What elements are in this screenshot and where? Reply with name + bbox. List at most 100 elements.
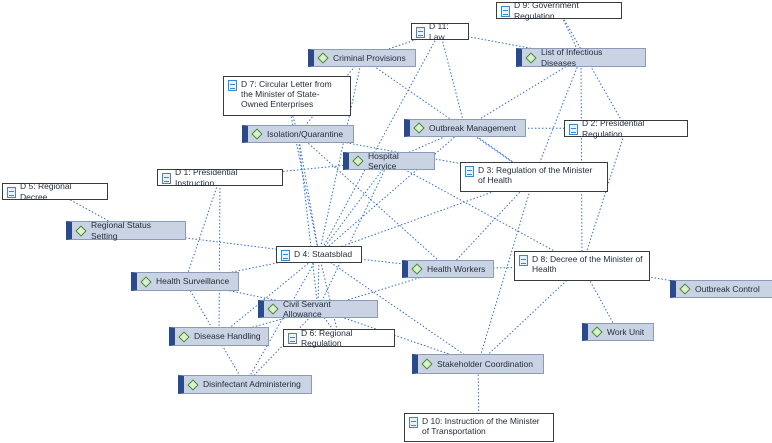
node-d7-circular-letter[interactable]: D 7: Circular Letter from the Minister o… [223,76,351,116]
link-d4-disinfectant [244,254,320,385]
link-d3-d4 [318,176,535,255]
link-d1-health_surv [184,177,221,282]
code-diamond-icon [317,52,329,64]
node-work-unit[interactable]: Work Unit [582,323,654,341]
link-d11-d4 [318,31,441,255]
node-stakeholder-coordination[interactable]: Stakeholder Coordination [412,354,544,374]
node-label: Civil Servant Allowance [283,298,331,319]
document-icon [569,123,578,135]
node-label: Regional Status Setting [91,220,152,241]
link-d9-d2 [558,10,627,129]
node-health-surveillance[interactable]: Health Surveillance [131,272,239,291]
node-label: D 6: Regional Regulation [301,327,353,348]
node-label: Work Unit [607,326,645,337]
node-label: D 3: Regulation of the Minister of Healt… [478,165,593,186]
link-d11-outbreak_mgmt [439,31,466,129]
node-label: List of Infectious Diseases [541,47,603,68]
link-isolation-civil [297,133,319,310]
code-diamond-icon [140,275,152,288]
code-diamond-icon [679,283,691,295]
node-d5-regional-decree[interactable]: D 5: Regional Decree [2,181,108,202]
node-outbreak-management[interactable]: Outbreak Management [404,119,526,137]
link-infectious-d3 [533,57,582,178]
node-label: Outbreak Management [429,122,516,133]
node-d10-instruction-minister-transportation[interactable]: D 10: Instruction of the Minister of Tra… [404,413,554,442]
link-d7-d4 [286,95,320,255]
document-icon [519,255,528,266]
node-disease-handling[interactable]: Disease Handling [169,327,269,346]
node-label: D 10: Instruction of the Minister of Tra… [422,416,540,437]
link-civil-d6 [317,308,340,339]
node-civil-servant-allowance[interactable]: Civil Servant Allowance [258,298,378,319]
node-label: D 8: Decree of the Minister of Health [532,254,643,275]
node-d9-government-regulation[interactable]: D 9: Government Regulation [496,0,622,21]
node-d6-regional-regulation[interactable]: D 6: Regional Regulation [283,327,395,348]
link-d8-stakeholder [477,265,583,365]
node-disinfectant-administering[interactable]: Disinfectant Administering [178,375,312,394]
node-label: D 4: Staatsblad [294,249,353,260]
document-icon [416,26,425,38]
document-icon [501,5,510,17]
node-isolation-quarantine[interactable]: Isolation/Quarantine [242,125,354,143]
node-label: Hospital Service [368,150,399,171]
code-diamond-icon [421,358,433,370]
code-diamond-icon [525,51,537,64]
link-d1-disease [218,177,221,337]
node-d8-decree-minister-health[interactable]: D 8: Decree of the Minister of Health [514,251,650,281]
document-icon [288,333,297,344]
link-infectious-outbreak_mgmt [464,57,582,129]
node-hospital-service[interactable]: Hospital Service [343,150,435,171]
node-d11-law[interactable]: D 11: Law [411,21,469,42]
document-icon [409,417,418,428]
link-isolation-d4 [297,133,320,255]
node-health-workers[interactable]: Health Workers [402,260,494,278]
link-d4-disease [218,254,320,337]
node-label: D 1: Presidential Instruction [175,167,238,188]
code-diamond-icon [413,122,425,134]
link-isolation-health_workers [297,133,449,270]
link-d4-stakeholder [318,254,479,365]
link-civil-disinfectant [244,308,319,385]
node-label: Disinfectant Administering [203,379,301,390]
code-diamond-icon [591,326,603,338]
code-diamond-icon [411,263,423,275]
code-diamond-icon [187,378,199,391]
document-icon [281,249,290,261]
link-d3-stakeholder [477,176,535,365]
node-label: D 9: Government Regulation [514,0,579,21]
node-label: Criminal Provisions [333,52,406,63]
node-label: Health Surveillance [156,276,230,287]
code-diamond-icon [267,303,279,315]
link-hospital-civil [317,160,390,310]
node-label: D 11: Law [429,21,449,42]
node-d2-presidential-regulation[interactable]: D 2: Presidential Regulation [564,118,688,139]
code-diamond-icon [352,155,364,167]
document-icon [228,80,237,91]
link-d2-d8 [581,128,627,267]
document-icon [465,166,474,177]
link-d4-d6 [318,254,340,339]
document-icon [162,172,171,184]
link-outbreak_mgmt-d4 [318,127,466,255]
node-label: D 7: Circular Letter from the Minister o… [241,79,332,110]
node-label: Disease Handling [194,331,261,342]
node-label: Outbreak Control [695,283,760,294]
link-hospital-d8 [388,160,583,267]
link-d8-outbreak_ctrl [581,265,723,290]
node-d4-staatsblad[interactable]: D 4: Staatsblad [276,246,362,263]
node-label: Health Workers [427,263,486,274]
code-diamond-icon [251,128,263,140]
node-label: Stakeholder Coordination [437,358,533,369]
link-hospital-d4 [318,160,390,255]
node-criminal-provisions[interactable]: Criminal Provisions [308,49,416,67]
code-diamond-icon [75,224,87,237]
node-label: Isolation/Quarantine [267,128,344,139]
node-d3-regulation-minister-health[interactable]: D 3: Regulation of the Minister of Healt… [460,162,608,192]
node-label: D 2: Presidential Regulation [582,118,645,139]
node-outbreak-control[interactable]: Outbreak Control [670,280,772,298]
node-list-of-infectious-diseases[interactable]: List of Infectious Diseases [516,47,646,68]
node-d1-presidential-instruction[interactable]: D 1: Presidential Instruction [157,167,283,188]
node-regional-status-setting[interactable]: Regional Status Setting [66,220,186,241]
document-icon [7,186,16,198]
node-label: D 5: Regional Decree [20,181,72,202]
